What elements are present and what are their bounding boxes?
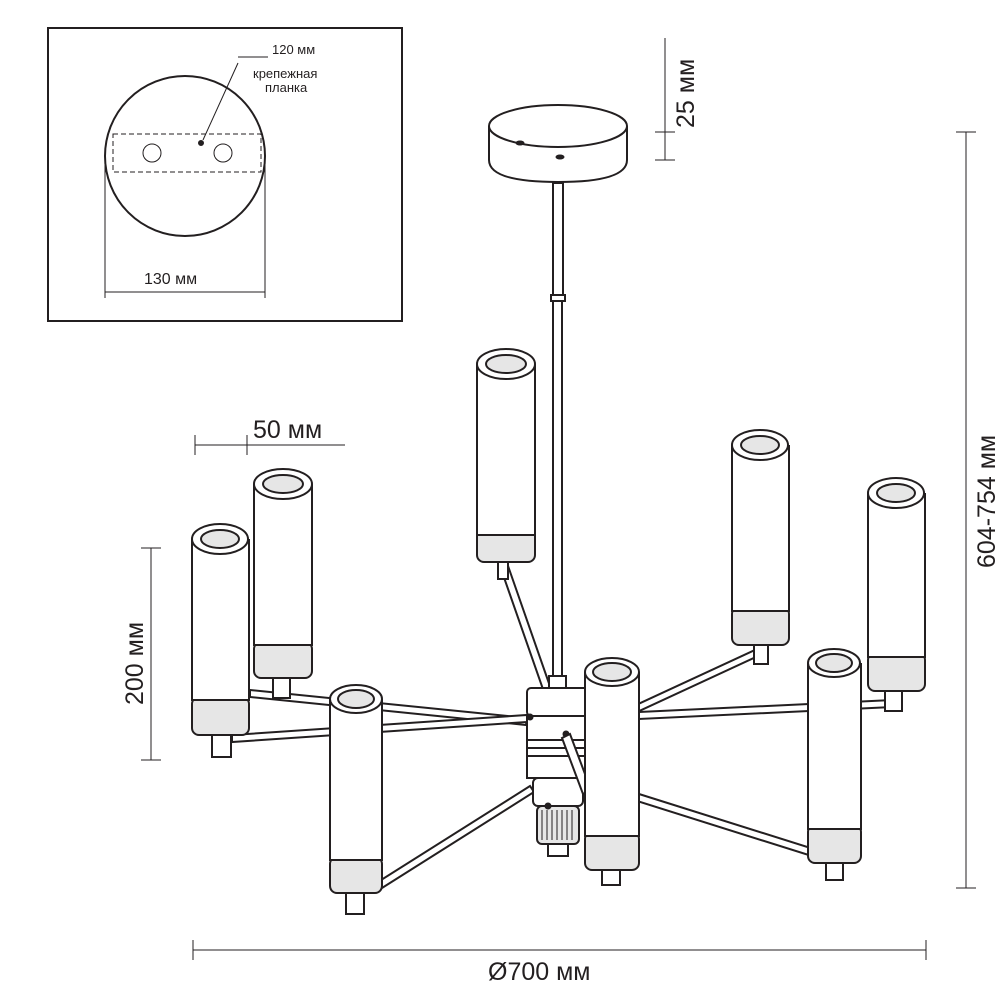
lamp-left-rear — [253, 468, 313, 699]
lamp-back-center — [476, 348, 536, 580]
canopy-height-label: 25 мм — [672, 59, 700, 128]
overall-diameter-label: Ø700 мм — [488, 958, 590, 986]
shade-diameter-dimension: 50 мм — [194, 416, 345, 455]
plate-width-label: 120 мм — [272, 42, 315, 57]
lamp-right-back — [731, 429, 790, 665]
mounting-bracket-outline — [112, 133, 262, 173]
canopy-top-view — [104, 75, 266, 237]
lamp-right-far — [867, 477, 926, 712]
mounting-inset-panel: 120 мм крепежная планка 130 мм — [47, 27, 403, 322]
canopy-diameter-label: 130 мм — [144, 271, 197, 288]
inset-frame — [47, 27, 403, 322]
ceiling-canopy — [488, 104, 628, 184]
lamp-front-right — [807, 648, 862, 881]
canopy-height-dimension: 25 мм — [655, 38, 700, 161]
bracket-hole-left — [142, 143, 162, 163]
bracket-label-line2: планка — [265, 80, 308, 95]
suspension-rod — [550, 182, 566, 687]
shade-diameter-label: 50 мм — [253, 416, 322, 444]
total-height-dimension: 604-754 мм — [956, 131, 1000, 889]
bracket-leader-line — [202, 62, 239, 141]
overall-diameter-dimension: Ø700 мм — [192, 940, 927, 986]
shade-height-label: 200 мм — [121, 622, 149, 705]
lamp-front-left — [329, 684, 383, 915]
bracket-hole-right — [213, 143, 233, 163]
lamp-front-center — [560, 657, 640, 886]
lamp-left-front — [191, 523, 250, 758]
bracket-label-line1: крепежная — [253, 66, 317, 81]
total-height-label: 604-754 мм — [973, 435, 1000, 568]
shade-height-dimension: 200 мм — [121, 547, 161, 761]
bracket-center-point — [198, 140, 204, 146]
